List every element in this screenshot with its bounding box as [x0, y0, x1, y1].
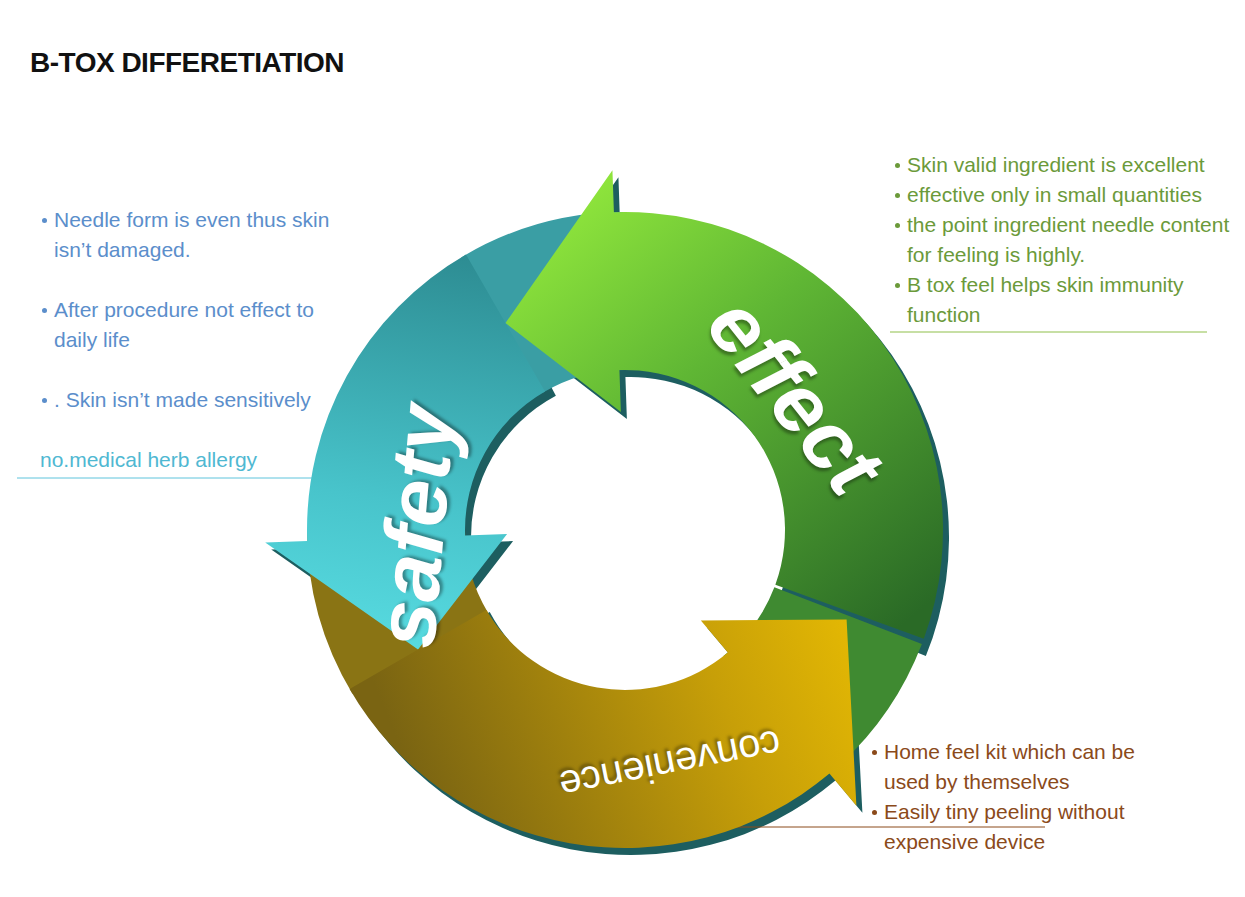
bullet-note: Home feel kit which can be used by thems…	[870, 737, 1186, 797]
diagram-title: B-TOX DIFFERETIATION	[30, 46, 344, 80]
leader-line	[733, 827, 1045, 828]
bullet-note: . Skin isn’t made sensitively	[40, 385, 344, 415]
bullet-note: effective only in small quantities	[893, 180, 1239, 210]
arrow-segment	[350, 610, 857, 848]
leader-line	[17, 478, 340, 479]
leader-line	[890, 332, 1207, 333]
note: no.medical herb allergy	[40, 445, 344, 475]
bullet-note: Easily tiny peeling without expensive de…	[870, 797, 1186, 857]
bullet-note: Needle form is even thus skin isn’t dama…	[40, 205, 344, 265]
effect-notes: Skin valid ingredient is excellenteffect…	[893, 150, 1239, 330]
bullet-note: After procedure not effect to daily life	[40, 295, 344, 355]
arrow-segment	[506, 170, 944, 639]
safety-notes: Needle form is even thus skin isn’t dama…	[40, 205, 344, 475]
arrow-label: safety	[363, 402, 468, 651]
convenience-notes: Home feel kit which can be used by thems…	[870, 737, 1186, 857]
bullet-note: the point ingredient needle content for …	[893, 210, 1239, 270]
bullet-note: Skin valid ingredient is excellent	[893, 150, 1239, 180]
bullet-note: B tox feel helps skin immunity function	[893, 270, 1239, 330]
